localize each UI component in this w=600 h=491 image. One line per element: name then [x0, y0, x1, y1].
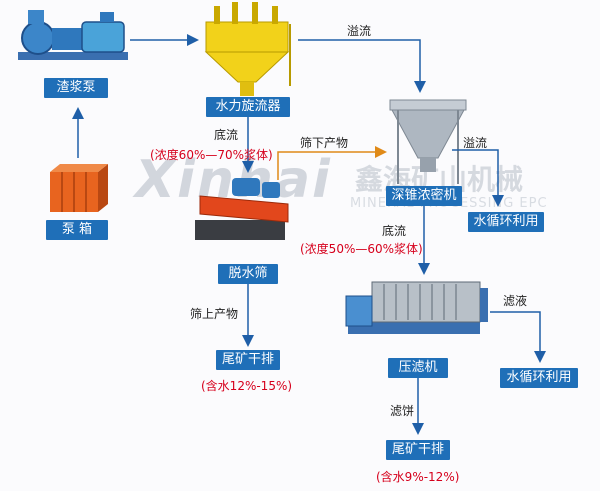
deep-cone-thickener-icon — [389, 99, 467, 184]
node-water-recycle-2: 水循环利用 — [500, 368, 578, 388]
node-pump-box: 泵 箱 — [46, 220, 108, 240]
label-underflow-1: 底流 — [214, 128, 239, 142]
arrow-screen-undersize — [277, 146, 387, 180]
label-undersize: 筛下产物 — [300, 136, 349, 150]
node-tailings-dry-2: 尾矿干排 — [386, 440, 450, 460]
hydrocyclone-icon — [204, 2, 291, 96]
filter-press-icon — [345, 281, 488, 334]
node-slurry-pump: 渣浆泵 — [44, 78, 108, 98]
label-oversize: 筛上产物 — [190, 307, 239, 321]
dewatering-screen-icon — [195, 178, 289, 240]
arrow-thickener-overflow — [452, 149, 504, 207]
slurry-pump-icon — [18, 10, 128, 60]
label-filtrate: 滤液 — [503, 294, 528, 308]
label-overflow-2: 溢流 — [463, 136, 488, 150]
node-filter-press: 压滤机 — [388, 358, 448, 378]
label-moisture-1: (含水12%-15%) — [201, 379, 293, 393]
node-thickener: 深锥浓密机 — [386, 186, 462, 206]
label-concentration-1: (浓度60%—70%浆体) — [150, 148, 273, 162]
node-tailings-dry-1: 尾矿干排 — [216, 350, 280, 370]
node-hydrocyclone: 水力旋流器 — [206, 97, 290, 117]
arrow-cyclone-overflow — [298, 39, 426, 93]
label-filter-cake: 滤饼 — [390, 404, 415, 418]
label-overflow-1: 溢流 — [347, 24, 372, 38]
node-water-recycle-1: 水循环利用 — [468, 212, 544, 232]
arrow-filtrate — [490, 311, 546, 363]
pump-box-icon — [50, 164, 108, 212]
node-dewatering-screen: 脱水筛 — [218, 264, 278, 284]
label-concentration-2: (浓度50%—60%浆体) — [300, 242, 423, 256]
label-underflow-2: 底流 — [382, 224, 407, 238]
label-moisture-2: (含水9%-12%) — [376, 470, 460, 484]
